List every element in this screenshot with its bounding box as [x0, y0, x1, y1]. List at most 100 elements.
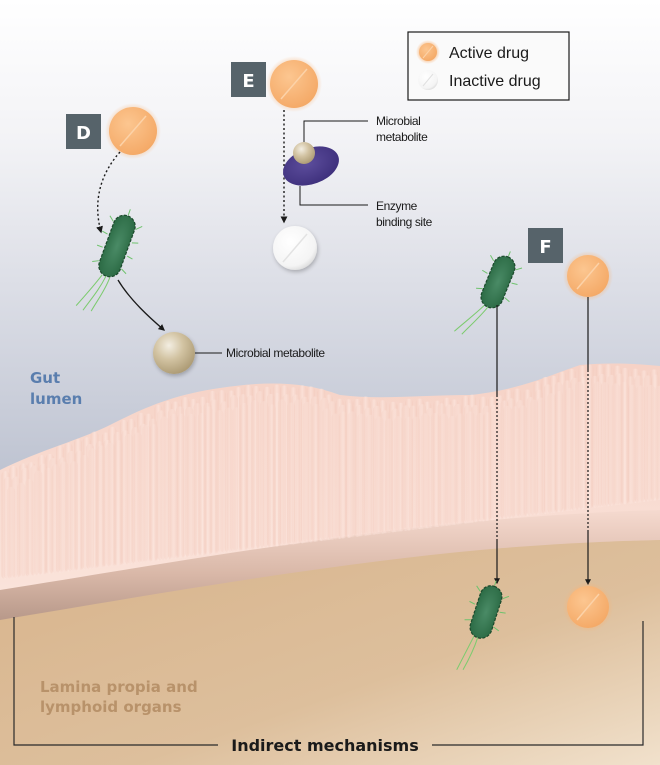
- villus: [250, 400, 259, 550]
- lamina-label-line1: Lamina propia and: [40, 678, 198, 696]
- villus: [17, 482, 26, 578]
- bracket-left: [13, 617, 218, 746]
- step-f-label: F: [539, 237, 551, 258]
- metabolite-production-arrow: [117, 279, 165, 331]
- villus: [421, 413, 430, 529]
- villus: [25, 478, 34, 577]
- panel-f: F: [454, 228, 613, 671]
- villus: [565, 387, 574, 511]
- villus: [492, 409, 501, 520]
- gut-lumen-label-line2: lumen: [30, 390, 82, 408]
- step-e-badge: [231, 62, 266, 97]
- villus: [160, 416, 169, 561]
- bacterium-icon: [75, 209, 143, 312]
- bracket-right: [432, 621, 644, 746]
- villus: [124, 433, 133, 565]
- villus: [439, 413, 448, 527]
- villus: [404, 416, 413, 531]
- villus: [584, 385, 593, 509]
- villus: [7, 486, 16, 579]
- step-d-badge: [66, 114, 101, 149]
- villus: [114, 440, 123, 566]
- villus: [600, 382, 609, 507]
- active-drug-pill-icon: [105, 103, 161, 159]
- villus: [80, 454, 89, 570]
- villus: [331, 413, 340, 540]
- villus: [519, 405, 528, 517]
- villus: [34, 470, 43, 576]
- e-metabolite-label-line2: metabolite: [376, 130, 428, 144]
- panel-d: D Microbial metabolite: [66, 103, 326, 374]
- villus: [646, 384, 655, 502]
- villus: [287, 402, 296, 545]
- e-enzyme-label-line2: binding site: [376, 215, 433, 229]
- villus: [259, 401, 268, 549]
- villus: [655, 385, 660, 501]
- inactive-drug-pill-icon: [418, 70, 438, 90]
- villi-texture: [1, 364, 660, 580]
- villus: [133, 432, 142, 564]
- villus: [366, 414, 375, 536]
- inactive-drug-pill-icon: [273, 226, 317, 270]
- villus: [169, 413, 178, 559]
- villus: [106, 442, 115, 567]
- villus: [150, 424, 159, 562]
- villus: [555, 391, 564, 513]
- villus: [375, 416, 384, 535]
- villus: [312, 403, 321, 542]
- footer-title: Indirect mechanisms: [231, 736, 419, 755]
- villus: [177, 413, 186, 559]
- villus: [277, 399, 286, 546]
- villus: [448, 415, 457, 526]
- villus: [51, 464, 60, 574]
- step-f-badge: [528, 228, 563, 263]
- villus: [575, 381, 584, 510]
- villus: [142, 425, 151, 563]
- microbial-metabolite-icon: [293, 142, 315, 164]
- e-enzyme-label-line1: Enzyme: [376, 199, 418, 213]
- panel-e: E Microbial metabolite Enzyme binding si…: [231, 56, 433, 270]
- villus: [303, 401, 312, 543]
- villus: [240, 402, 249, 551]
- villus: [348, 411, 357, 538]
- villus: [456, 413, 465, 525]
- active-drug-pill-icon: [563, 582, 613, 632]
- legend-inactive-label: Inactive drug: [449, 73, 541, 90]
- villus: [357, 413, 366, 537]
- step-e-label: E: [242, 71, 254, 92]
- villus: [628, 384, 637, 504]
- villus: [204, 406, 213, 555]
- villus: [267, 404, 276, 548]
- villus: [187, 413, 196, 557]
- active-drug-pill-icon: [266, 56, 322, 112]
- villus: [322, 408, 331, 541]
- active-drug-pill-icon: [563, 251, 613, 301]
- lamina-label-line2: lymphoid organs: [40, 698, 182, 716]
- villus: [483, 412, 492, 521]
- villus: [476, 412, 485, 522]
- villus: [44, 467, 53, 575]
- villus: [60, 461, 69, 573]
- villus: [511, 406, 520, 518]
- villus: [530, 399, 539, 516]
- gut-lumen-label-line1: Gut: [30, 369, 60, 387]
- villus: [537, 397, 546, 515]
- villus: [384, 418, 393, 533]
- villus: [636, 385, 645, 503]
- villus: [503, 405, 512, 519]
- enzyme-leader-line: [299, 186, 368, 206]
- villus: [197, 412, 206, 556]
- bacterium-icon: [456, 580, 510, 671]
- metabolite-leader-line: [303, 120, 368, 142]
- villus: [224, 407, 233, 553]
- legend-active-label: Active drug: [449, 45, 529, 62]
- villus: [611, 383, 620, 506]
- legend: Active drug Inactive drug: [407, 31, 570, 101]
- villus: [547, 393, 556, 514]
- villus: [294, 399, 303, 544]
- villus: [215, 410, 224, 554]
- villus: [88, 448, 97, 569]
- villus: [593, 381, 602, 508]
